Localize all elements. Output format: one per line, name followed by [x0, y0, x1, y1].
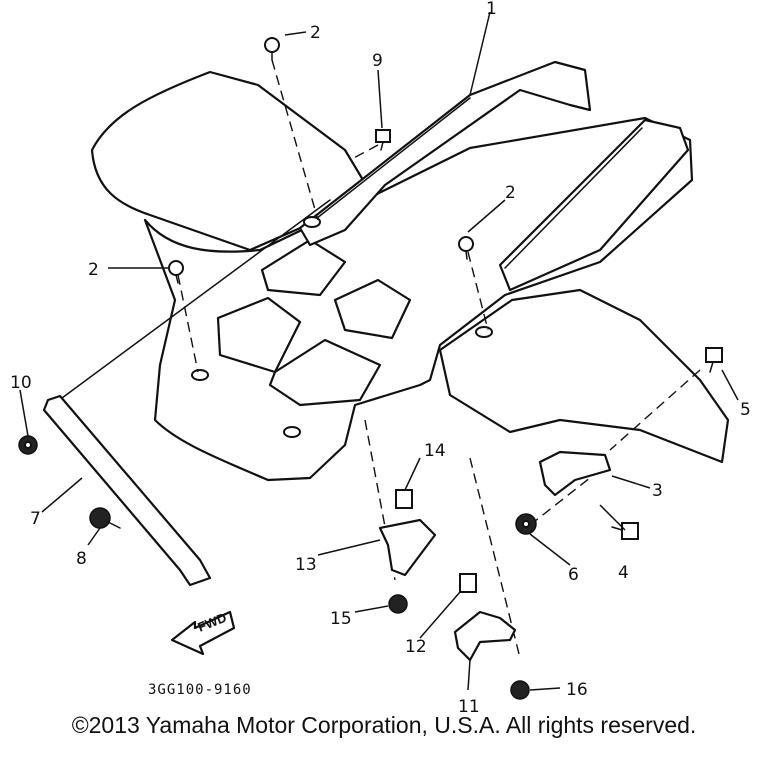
right-fender [438, 288, 730, 464]
bolt-5 [705, 347, 723, 373]
screw-2a [264, 37, 280, 61]
label-4: 4 [618, 563, 629, 583]
nut-10 [18, 435, 38, 455]
storage-well-3 [260, 238, 347, 297]
label-14: 14 [424, 441, 446, 461]
label-11: 11 [458, 697, 480, 717]
screw-2b [168, 260, 184, 284]
label-5: 5 [740, 400, 751, 420]
bolt-12 [459, 573, 477, 593]
screw-2c [458, 236, 474, 260]
bolt-4 [611, 522, 639, 540]
label-3: 3 [652, 481, 663, 501]
label-13: 13 [295, 555, 317, 575]
grab-rail-right [498, 118, 690, 292]
nut-16 [510, 680, 530, 700]
diagram-code: 3GG100-9160 [148, 682, 252, 698]
nut-15 [388, 594, 408, 614]
label-7: 7 [30, 509, 41, 529]
label-2c: 2 [88, 260, 99, 280]
bracket-3 [538, 450, 612, 497]
fwd-arrow: FWD [170, 610, 236, 656]
label-15: 15 [330, 609, 352, 629]
label-6: 6 [568, 565, 579, 585]
grab-rail [298, 60, 592, 247]
bracket-11 [453, 610, 517, 662]
storage-well-1 [216, 296, 302, 374]
label-9: 9 [372, 51, 383, 71]
bolt-8 [89, 507, 121, 529]
bolt-9 [375, 129, 391, 151]
label-16: 16 [566, 680, 588, 700]
storage-well-2 [268, 338, 382, 407]
label-2b: 2 [505, 183, 516, 203]
nut-6 [515, 513, 537, 535]
bolt-14 [395, 489, 413, 509]
copyright-notice: ©2013 Yamaha Motor Corporation, U.S.A. A… [71, 712, 697, 738]
label-12: 12 [405, 637, 427, 657]
left-fender [90, 70, 377, 252]
label-10: 10 [10, 373, 32, 393]
label-1: 1 [486, 0, 497, 19]
label-2a: 2 [310, 23, 321, 43]
storage-well-4 [333, 278, 412, 340]
bracket-13 [378, 518, 437, 577]
label-8: 8 [76, 549, 87, 569]
fender-stay [42, 394, 212, 587]
